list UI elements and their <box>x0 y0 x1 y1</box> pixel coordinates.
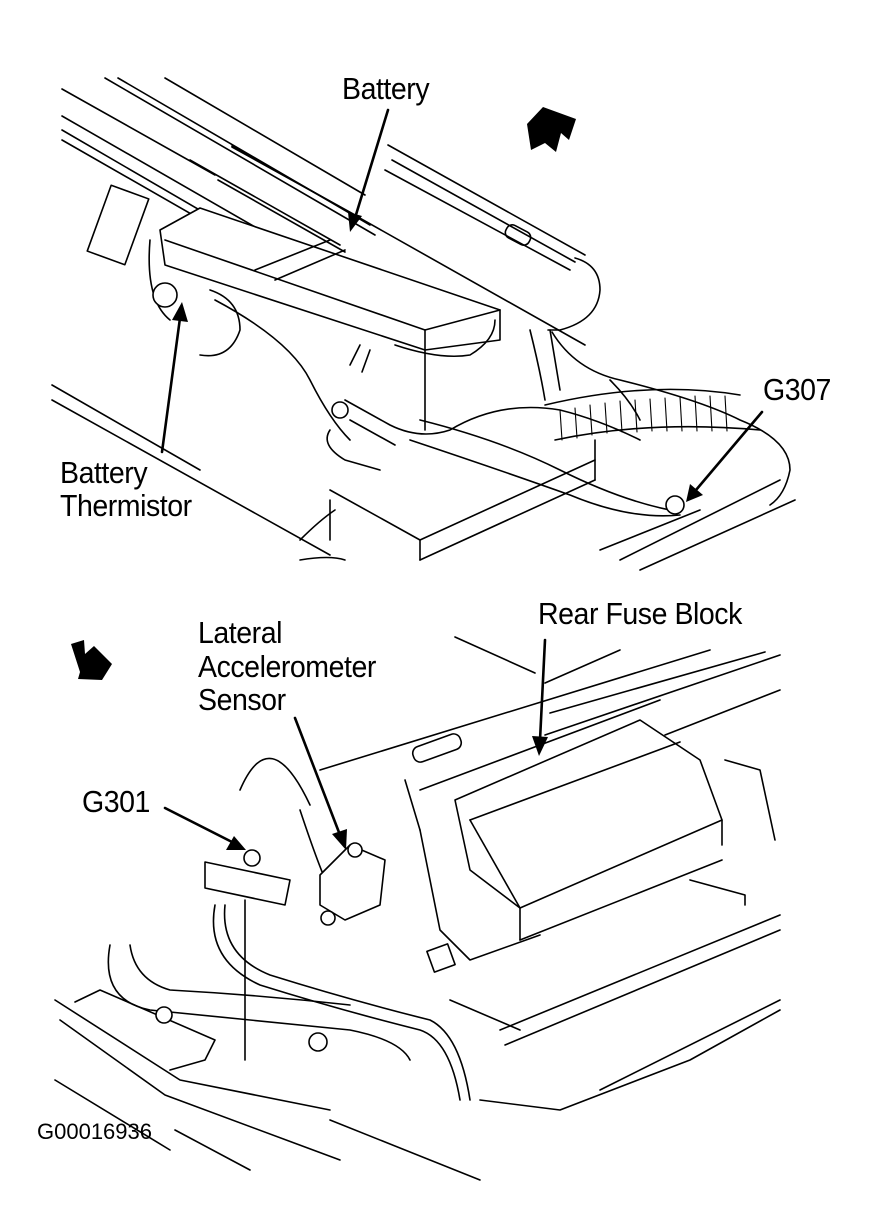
figure-id-label: G00016936 <box>37 1119 152 1144</box>
trunk-panel-lines <box>51 77 796 571</box>
g301-callout-arrow <box>163 806 234 844</box>
g301-label: G301 <box>82 784 150 819</box>
lateral-accelerometer-sensor-label-line-3: Sensor <box>198 682 286 717</box>
accelerometer-callout-arrow <box>293 716 342 837</box>
battery-shape <box>86 184 761 517</box>
g307-label: G307 <box>763 372 831 407</box>
front-direction-arrow-icon <box>71 640 112 680</box>
lower-callout-arrows <box>163 638 548 850</box>
lower-view-drawing <box>54 636 781 1181</box>
thermistor-callout-arrow <box>160 316 182 454</box>
rear-fuse-block-label: Rear Fuse Block <box>538 596 742 631</box>
upper-callout-arrows <box>160 108 764 502</box>
front-direction-arrow-icon <box>527 107 576 152</box>
battery-thermistor-label-line-2: Thermistor <box>60 488 192 523</box>
lateral-accelerometer-sensor-label-line-2: Accelerometer <box>198 649 376 684</box>
battery-label: Battery <box>342 71 430 106</box>
lateral-accelerometer-sensor-label-line-1: Lateral <box>198 615 282 650</box>
g307-callout-arrow <box>694 410 764 492</box>
battery-thermistor-label-line-1: Battery <box>60 455 148 490</box>
battery-callout-arrow <box>353 108 390 220</box>
fuse-block-callout-arrow <box>538 638 547 742</box>
